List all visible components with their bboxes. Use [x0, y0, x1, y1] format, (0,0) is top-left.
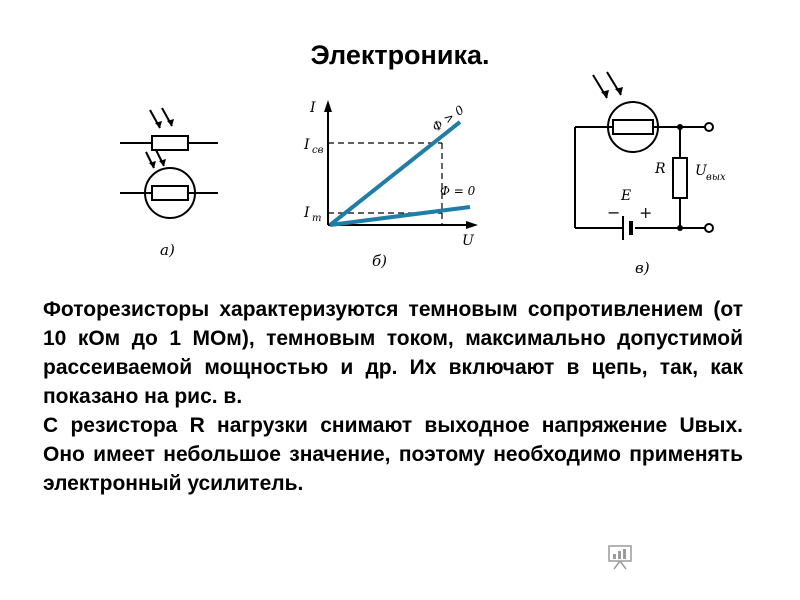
figure-c-drawing: R U вых E − + в) — [574, 71, 726, 277]
i-dark-subscript: т — [312, 213, 321, 224]
battery-minus-sign: − — [607, 203, 620, 222]
i-light-subscript: св — [312, 145, 324, 156]
light-curve-line — [328, 120, 462, 227]
source-label: E — [620, 188, 631, 204]
photoresistor-circle — [607, 101, 659, 153]
load-resistor-body — [672, 157, 688, 199]
figure-b-iv-characteristics: I U I св I т Ф > 0 Ф = 0 б) — [290, 70, 490, 270]
x-axis-label: U — [462, 233, 475, 249]
photoresistor-body — [612, 119, 654, 135]
paragraph-2: С резистора R нагрузки снимают выходное … — [43, 414, 743, 495]
output-terminal-bottom — [704, 223, 714, 233]
presentation-board-icon — [606, 543, 634, 571]
curve-dark-label: Ф = 0 — [440, 184, 476, 198]
output-label: U — [695, 163, 708, 179]
junction-dot — [677, 124, 683, 130]
paragraph-1: Фоторезисторы характеризуются темновым с… — [43, 298, 743, 408]
slide-title: Электроника. — [310, 40, 490, 70]
figure-b-drawing: I U I св I т Ф > 0 Ф = 0 б) — [303, 100, 478, 270]
figure-a-photoresistor-symbols: а) — [110, 70, 230, 270]
dark-curve-line — [329, 205, 471, 227]
output-terminal-top — [704, 122, 714, 132]
resistor-body — [151, 135, 189, 151]
resistor-body — [151, 185, 189, 201]
battery-plus-sign: + — [639, 203, 652, 222]
i-light-label: I — [303, 137, 310, 153]
figure-a-drawing: а) — [120, 107, 218, 259]
caption-c: в) — [635, 259, 650, 277]
caption-b: б) — [372, 252, 387, 270]
i-dark-label: I — [303, 205, 310, 221]
junction-dot — [677, 225, 683, 231]
body-text: Фоторезисторы характеризуются темновым с… — [43, 295, 743, 498]
figure-c-circuit: R U вых E − + в) — [555, 70, 755, 290]
resistor-label: R — [654, 161, 666, 177]
caption-a: а) — [160, 241, 175, 259]
y-axis-label: I — [309, 100, 316, 116]
output-subscript: вых — [706, 172, 726, 183]
